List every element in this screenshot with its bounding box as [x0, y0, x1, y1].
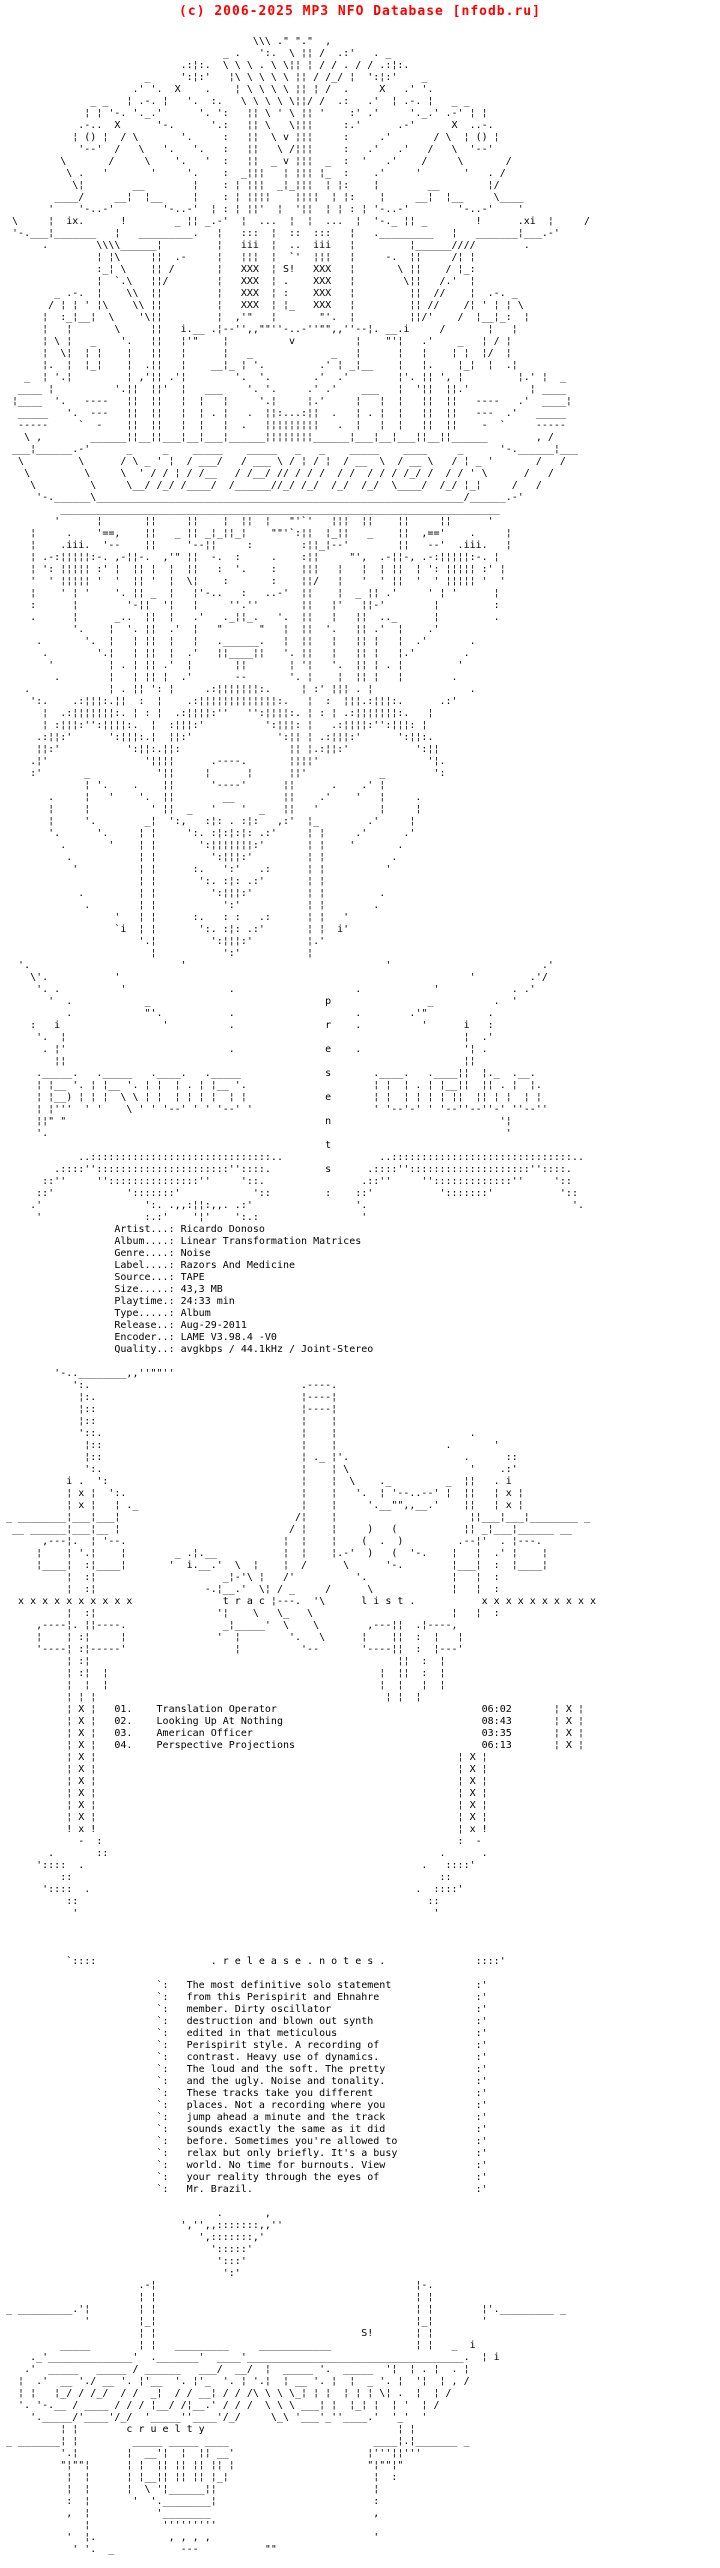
ascii-art-middle: '-..________,,''""'' ':. .----. ¦:. ¦---…	[6, 1368, 597, 1703]
release-info: Artist...: Ricardo Donoso Album....: Lin…	[114, 1224, 374, 1355]
ascii-art-bottom: . , ','',,:::::::,,'' ',:::::::,' ':::::…	[6, 2208, 566, 2555]
track-list: ¦ X ¦ 01. Translation Operator 06:02 ¦ X…	[66, 1704, 584, 1751]
ascii-art-lower: ¦ X ¦ ¦ X ¦ ¦ X ¦ ¦ X ¦ ¦ X ¦	[36, 1752, 488, 1919]
site-copyright-header: (c) 2006-2025 MP3 NFO Database [nfodb.ru…	[179, 4, 541, 19]
ascii-art-top: \\\ ." "." , _ . ':. \ ¦¦ / .:' . _ .:¦:…	[12, 36, 591, 1223]
release-notes: `:::: . r e l e a s e . n o t e s . ::::…	[66, 1956, 506, 2195]
